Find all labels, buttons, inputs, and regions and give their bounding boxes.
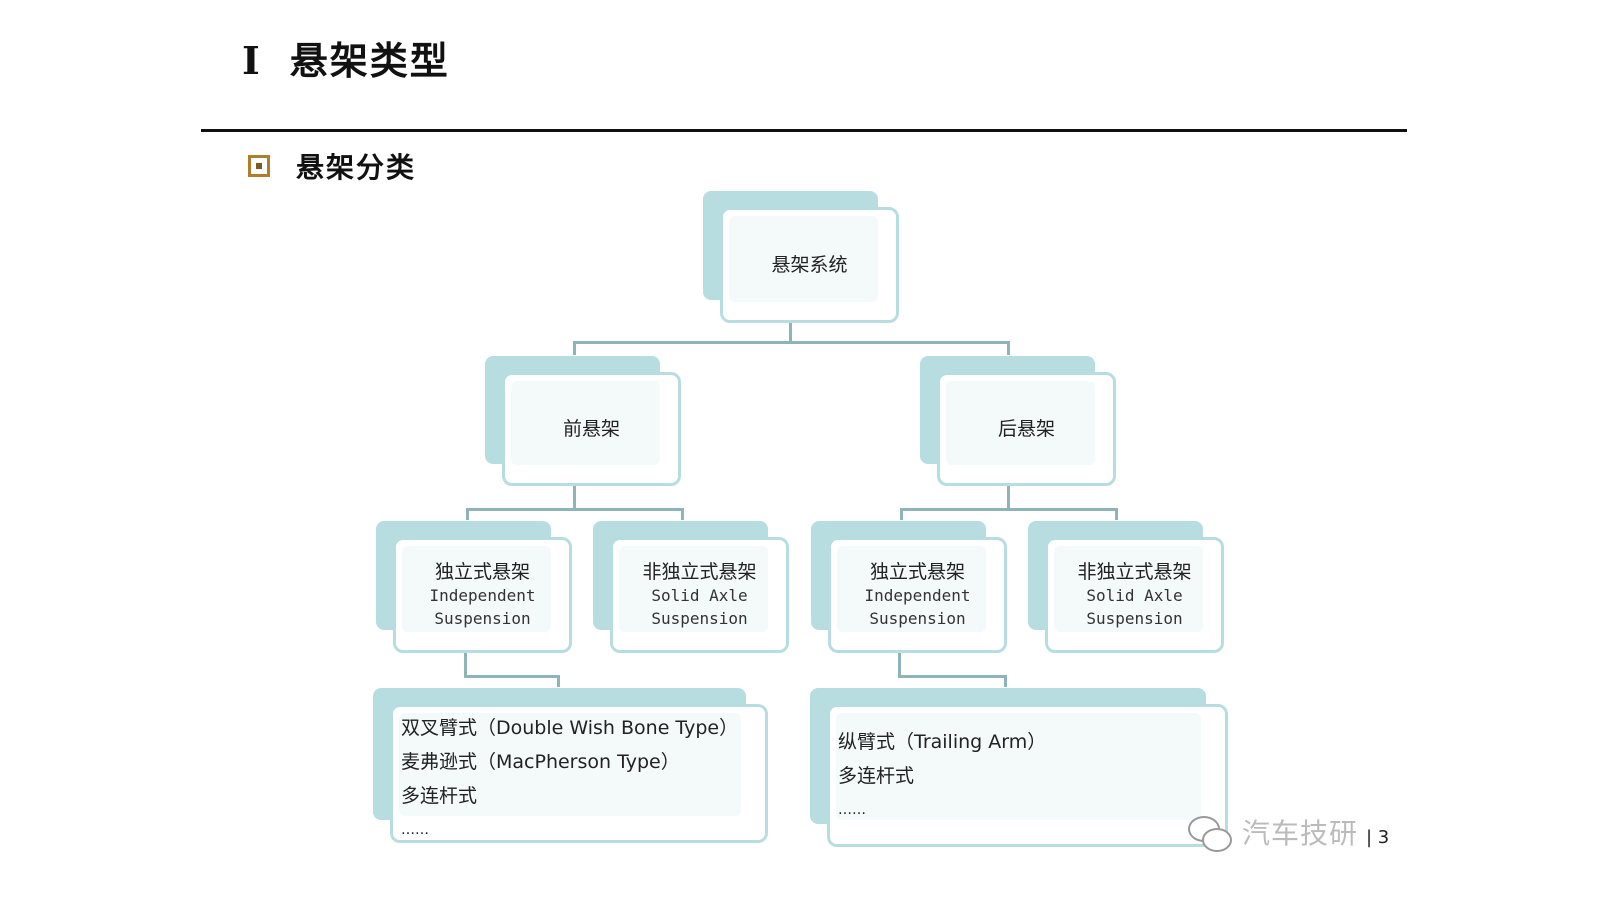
node-en-line: Suspension [1086,609,1183,628]
front-types-list: 双叉臂式（Double Wish Bone Type） 麦弗逊式（MacPher… [373,688,768,843]
brand-watermark: 汽车技研 [1242,817,1359,850]
front-solid-axle-node: 非独立式悬架 Solid Axle Suspension [593,521,789,653]
rear-suspension-node: 后悬架 [920,356,1116,486]
node-label: 悬架系统 [771,254,848,276]
connector [557,675,560,687]
page-number: | 3 [1366,826,1390,848]
connector [789,314,792,342]
node-label: 独立式悬架 [434,561,530,583]
front-suspension-node: 前悬架 [485,356,681,486]
connector [466,508,684,511]
list-item: …… [838,802,866,818]
connector [1115,508,1118,520]
list-item: 多连杆式 [838,765,915,787]
footer: 汽车技研 | 3 [1186,812,1389,852]
title-divider [201,129,1407,132]
rear-types-list: 纵臂式（Trailing Arm） 多连杆式 …… [810,688,1228,847]
rear-independent-node: 独立式悬架 Independent Suspension [811,521,1007,653]
section-heading: 悬架分类 [248,146,416,186]
list-item: 纵臂式（Trailing Arm） [838,731,1047,753]
list-item: …… [401,822,429,838]
list-item: 麦弗逊式（MacPherson Type） [401,751,680,773]
node-en-line: Suspension [434,609,531,628]
connector [464,652,467,678]
node-label: 非独立式悬架 [642,561,757,583]
front-independent-node: 独立式悬架 Independent Suspension [376,521,572,653]
node-label: 独立式悬架 [869,561,965,583]
node-en-line: Independent [429,586,536,605]
list-item: 双叉臂式（Double Wish Bone Type） [401,717,739,739]
node-en-line: Solid Axle [1086,586,1183,605]
connector [1007,478,1010,509]
connector [573,478,576,509]
node-label: 非独立式悬架 [1077,561,1192,583]
connector [573,341,576,355]
node-en-line: Suspension [651,609,748,628]
page-title: I 悬架类型 [242,30,450,85]
root-node: 悬架系统 [703,191,899,323]
connector [898,652,901,678]
connector [681,508,684,520]
title-text: 悬架类型 [289,38,450,83]
node-label: 前悬架 [562,418,620,440]
connector [900,508,903,520]
section-numeral: I [242,38,262,83]
wechat-icon [1186,812,1234,852]
square-bullet-icon [248,155,270,177]
connector [1007,341,1010,355]
node-en-line: Solid Axle [651,586,748,605]
section-label: 悬架分类 [296,151,417,184]
connector [898,675,1007,678]
connector [464,675,560,678]
connector [573,341,1010,344]
connector [900,508,1118,511]
node-label: 后悬架 [997,418,1055,440]
rear-solid-axle-node: 非独立式悬架 Solid Axle Suspension [1028,521,1224,653]
connector [466,508,469,520]
connector [1004,675,1007,687]
node-en-line: Suspension [869,609,966,628]
list-item: 多连杆式 [401,785,478,807]
node-en-line: Independent [864,586,971,605]
